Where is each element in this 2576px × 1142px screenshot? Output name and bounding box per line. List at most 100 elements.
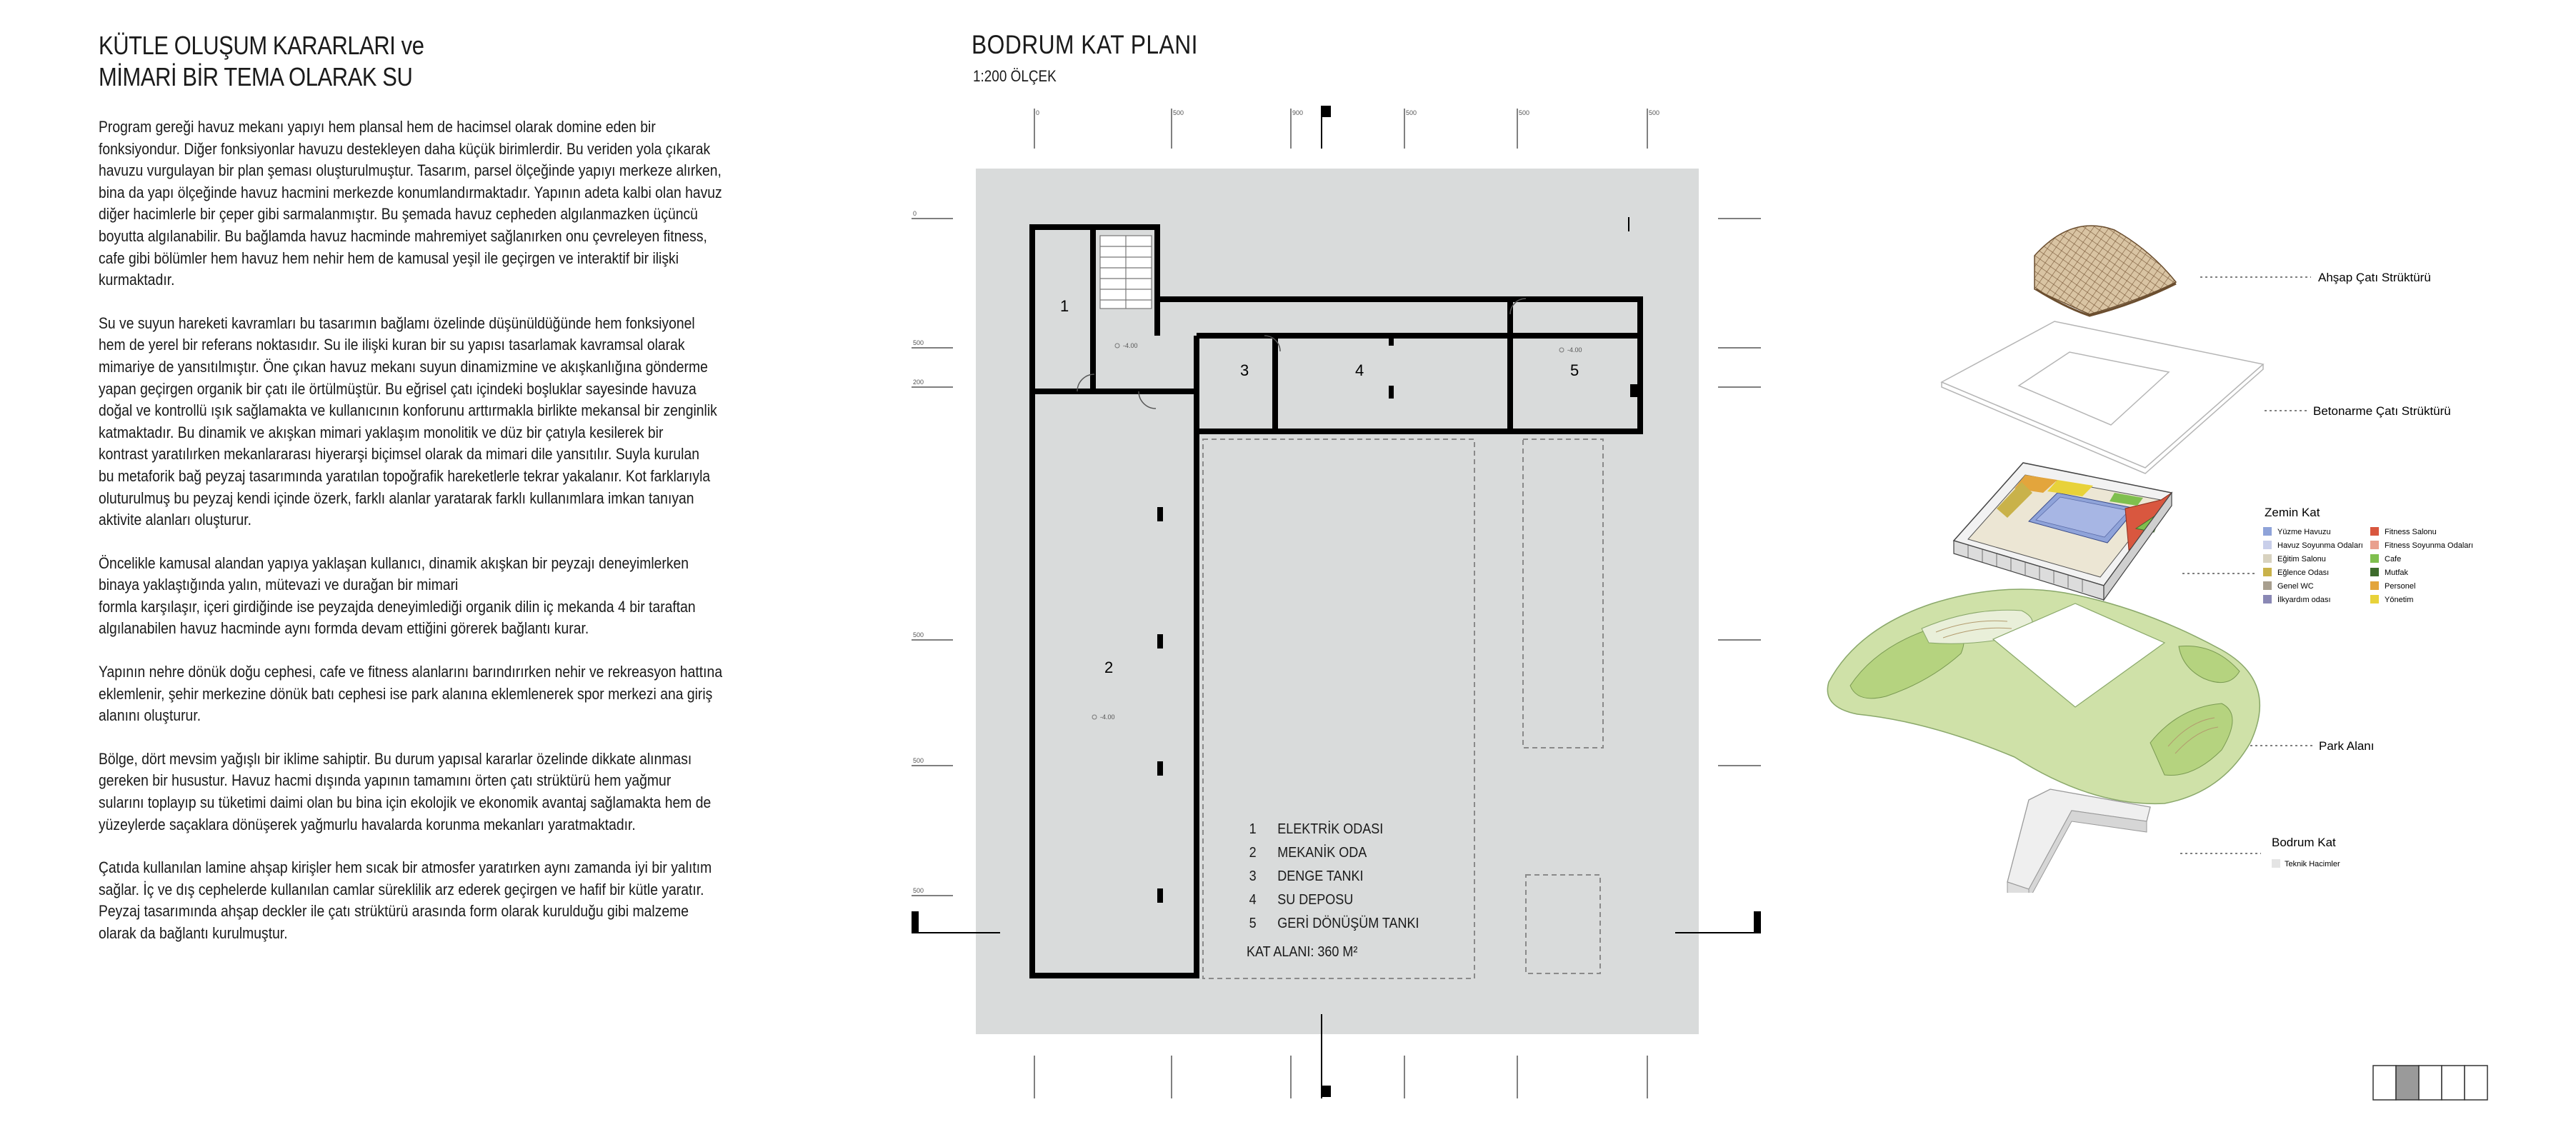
- legend-item: Fitness Salonu: [2385, 528, 2437, 536]
- plan-title: BODRUM KAT PLANI: [972, 30, 1198, 59]
- door-swings: [1077, 298, 1527, 409]
- legend-row: 4 SU DEPOSU: [1247, 888, 1419, 912]
- tick-label: 200: [913, 379, 924, 386]
- park-landscape: [1827, 588, 2261, 805]
- legend-row: 3 DENGE TANKI: [1247, 865, 1419, 888]
- legend-item: Fitness Soyunma Odaları: [2385, 541, 2473, 550]
- columns: [1157, 334, 1637, 903]
- legend-item: İlkyardım odası: [2277, 595, 2331, 604]
- wood-roof-label: Ahşap Çatı Strüktürü: [2318, 271, 2431, 284]
- basement-floor-plan: 0 500 900 500 500 500 0 500 200 500 500 …: [912, 106, 1761, 1098]
- exploded-axonometric: Ahşap Çatı Strüktürü Betonarme Çatı Strü…: [1827, 225, 2473, 893]
- top-dimension-labels: 0 500 900 500 500 500: [1036, 109, 1659, 116]
- ground-floor-title: Zemin Kat: [2265, 506, 2320, 519]
- sheet-box: [2464, 1065, 2488, 1101]
- legend-number: 3: [1249, 868, 1257, 884]
- legend-label: DENGE TANKI: [1277, 868, 1364, 884]
- legend-item: Yüzme Havuzu: [2277, 528, 2331, 536]
- tick-label: 500: [1406, 109, 1417, 116]
- section-marker-right: [1675, 911, 1761, 933]
- tick-label: 500: [913, 339, 924, 346]
- tick-label: 900: [1292, 109, 1303, 116]
- left-dimension-ticks: [912, 218, 953, 896]
- tick-label: 500: [913, 757, 924, 764]
- leader-lines: [2180, 276, 2315, 854]
- legend-label: GERİ DÖNÜŞÜM TANKI: [1277, 916, 1419, 931]
- legend-row: 2 MEKANİK ODA: [1247, 841, 1419, 865]
- body-text: Program gereği havuz mekanı yapıyı hem p…: [99, 116, 812, 966]
- room-number: 5: [1570, 361, 1579, 379]
- floor-area: KAT ALANI: 360 M²: [1247, 944, 1358, 960]
- tick-label: 0: [1036, 109, 1039, 116]
- legend-item: Personel: [2385, 582, 2415, 591]
- legend-item: Eğlence Odası: [2277, 569, 2329, 577]
- legend-item: Cafe: [2385, 555, 2401, 564]
- legend-row: 1 ELEKTRİK ODASI: [1247, 818, 1419, 841]
- paragraph: Bölge, dört mevsim yağışlı bir iklime sa…: [99, 749, 712, 833]
- tick-label: 500: [1519, 109, 1529, 116]
- paragraph: Su ve suyun hareketi kavramları bu tasar…: [99, 314, 717, 529]
- basement-block: [2007, 788, 2151, 893]
- level-mark: -4.00: [1100, 713, 1115, 721]
- sheet-box: [2372, 1065, 2397, 1101]
- right-dimension-ticks: [1718, 218, 1761, 766]
- sheet-box: [2418, 1065, 2442, 1101]
- left-dimension-labels: 0 500 200 500 500 500: [913, 210, 924, 894]
- level-mark: -4.00: [1567, 346, 1582, 354]
- ground-floor-legend: Yüzme Havuzu Havuz Soyunma Odaları Eğiti…: [2263, 527, 2473, 604]
- basement-label: Bodrum Kat: [2272, 836, 2336, 849]
- legend-label: ELEKTRİK ODASI: [1277, 821, 1384, 837]
- room-number: 2: [1104, 658, 1113, 676]
- sheet-box-current: [2395, 1065, 2420, 1101]
- level-marks: -4.00 -4.00 -4.00: [1092, 342, 1582, 721]
- title-line-2: MİMARİ BİR TEMA OLARAK SU: [99, 62, 413, 91]
- park-label: Park Alanı: [2319, 739, 2375, 753]
- tick-label: 500: [1649, 109, 1659, 116]
- room-number: 1: [1060, 297, 1069, 315]
- legend-item: Genel WC: [2277, 582, 2314, 591]
- title-line-1: KÜTLE OLUŞUM KARARLARI ve: [99, 31, 424, 60]
- legend-label: MEKANİK ODA: [1277, 845, 1367, 861]
- tick-label: 500: [913, 887, 924, 894]
- paragraph: Çatıda kullanılan lamine ahşap kirişler …: [99, 858, 712, 942]
- basement-legend: Teknik Hacimler: [2272, 859, 2340, 868]
- legend-number: 5: [1249, 916, 1257, 931]
- room-number: 3: [1240, 361, 1249, 379]
- section-title: KÜTLE OLUŞUM KARARLARI ve MİMARİ BİR TEM…: [99, 30, 529, 93]
- tick-label: 500: [913, 631, 924, 638]
- legend-label: SU DEPOSU: [1277, 892, 1354, 908]
- concrete-roof-label: Betonarme Çatı Strüktürü: [2313, 404, 2451, 418]
- top-dimension-ticks: [1034, 109, 1648, 149]
- legend-number: 4: [1249, 892, 1257, 908]
- legend-item: Teknik Hacimler: [2285, 860, 2340, 868]
- section-marker-bottom: [1321, 1014, 1331, 1098]
- room-numbers: 1 2 3 4 5: [1060, 297, 1579, 676]
- tick-label: 500: [1173, 109, 1184, 116]
- level-mark: -4.00: [1123, 342, 1138, 349]
- room-legend: 1 ELEKTRİK ODASI 2 MEKANİK ODA 3 DENGE TANK…: [1247, 818, 1419, 936]
- paragraph: Öncelikle kamusal alandan yapıya yaklaşa…: [99, 554, 696, 638]
- legend-number: 1: [1249, 821, 1257, 837]
- exploded-labels: Ahşap Çatı Strüktürü Betonarme Çatı Strü…: [2272, 271, 2451, 849]
- legend-row: 5 GERİ DÖNÜŞÜM TANKI: [1247, 912, 1419, 936]
- tick-label: 0: [913, 210, 917, 217]
- legend-item: Eğitim Salonu: [2277, 555, 2326, 564]
- upper-floor-outlines: [1202, 439, 1604, 979]
- room-number: 4: [1355, 361, 1364, 379]
- section-marker-top: [1321, 106, 1331, 149]
- bottom-dimension-ticks: [1034, 1056, 1648, 1098]
- wood-roof-structure: [2034, 225, 2177, 317]
- stair: [1099, 235, 1152, 309]
- site-slab: [976, 169, 1699, 1034]
- concrete-roof-structure: [1940, 321, 2265, 474]
- legend-number: 2: [1249, 845, 1257, 861]
- paragraph: Program gereği havuz mekanı yapıyı hem p…: [99, 118, 722, 289]
- walls: [1029, 224, 1643, 978]
- legend-item: Yönetim: [2385, 596, 2413, 604]
- plan-scale: 1:200 ÖLÇEK: [973, 67, 1057, 85]
- sheet-index: [2372, 1065, 2488, 1101]
- legend-item: Mutfak: [2385, 569, 2409, 577]
- ground-floor-block: [1952, 462, 2173, 601]
- section-marker-left: [912, 911, 1000, 933]
- paragraph: Yapının nehre dönük doğu cephesi, cafe v…: [99, 663, 723, 725]
